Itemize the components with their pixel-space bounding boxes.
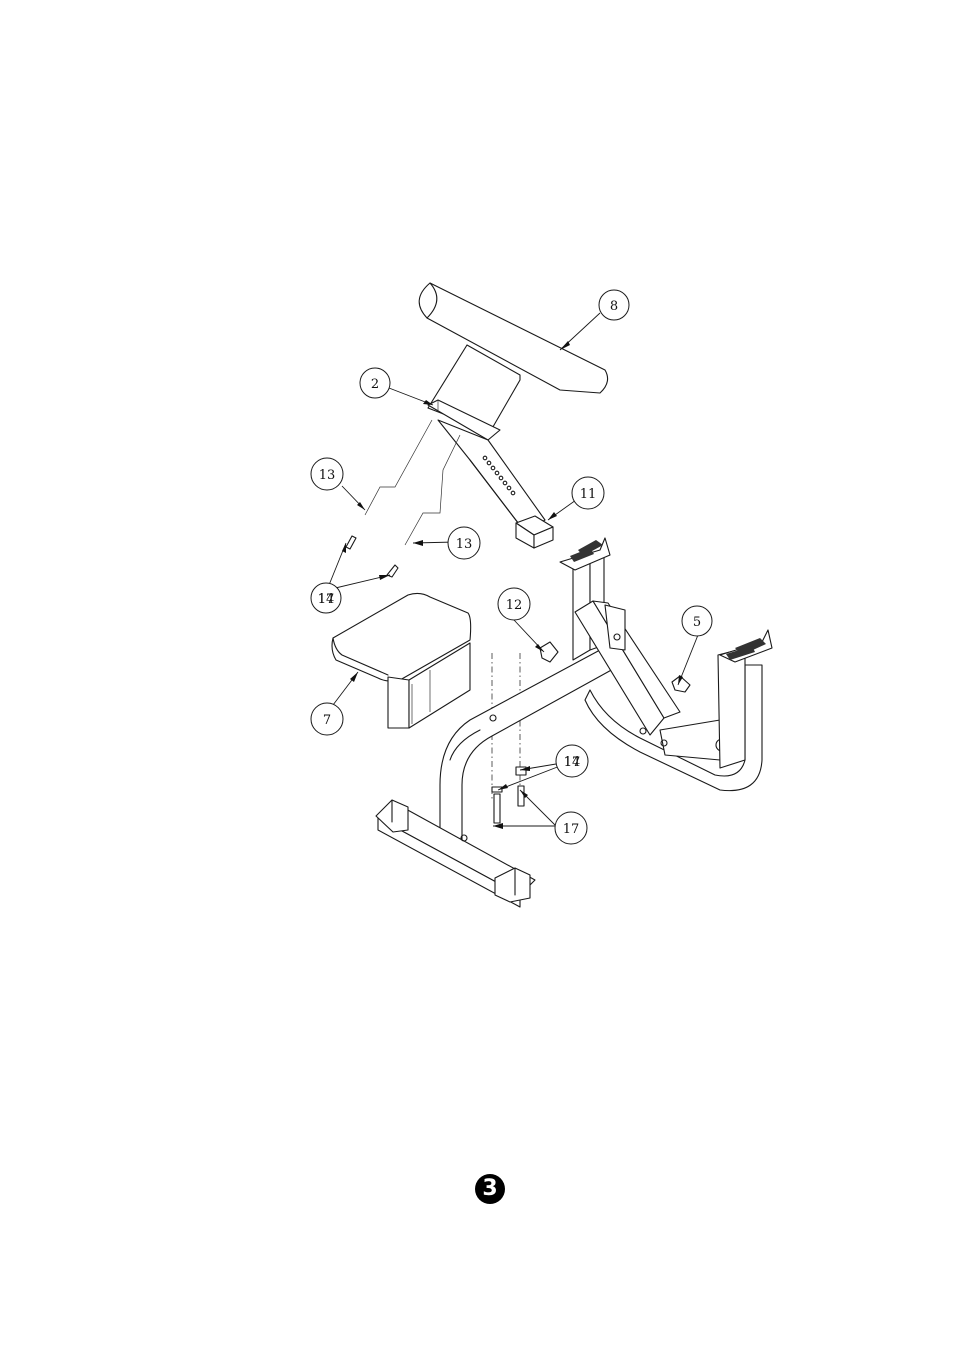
- callout-7: 7: [311, 703, 343, 735]
- callout-17: 17: [555, 812, 587, 844]
- bolt-and-knob-hardware: [346, 536, 398, 577]
- svg-text:11: 11: [580, 487, 597, 502]
- svg-text:13: 13: [319, 468, 336, 483]
- svg-text:17: 17: [563, 822, 580, 837]
- callout-12: 12: [498, 588, 530, 620]
- svg-text:14: 14: [318, 592, 335, 607]
- page-number-badge: 3: [475, 1174, 505, 1204]
- seat-pad-part-7: [332, 593, 471, 728]
- callout-13: 13: [448, 527, 480, 559]
- callout-2: 2: [360, 368, 390, 398]
- svg-text:13: 13: [456, 537, 473, 552]
- svg-text:5: 5: [693, 615, 701, 630]
- callout-8: 8: [599, 290, 629, 320]
- callout-5: 5: [682, 606, 712, 636]
- callout-14-17-stacked: 14 17: [556, 745, 588, 777]
- callout-13: 13: [311, 458, 343, 490]
- svg-text:17: 17: [564, 755, 581, 770]
- callout-17-14-stacked: 17 14: [311, 583, 341, 613]
- back-pad-upright-part-2: [428, 345, 545, 532]
- svg-text:7: 7: [323, 713, 331, 728]
- callout-11: 11: [572, 477, 604, 509]
- lower-bolts-and-washers: [492, 767, 526, 823]
- end-cap-part-11: [516, 516, 553, 548]
- svg-text:2: 2: [371, 377, 379, 392]
- svg-text:8: 8: [610, 299, 618, 314]
- svg-text:12: 12: [506, 598, 523, 613]
